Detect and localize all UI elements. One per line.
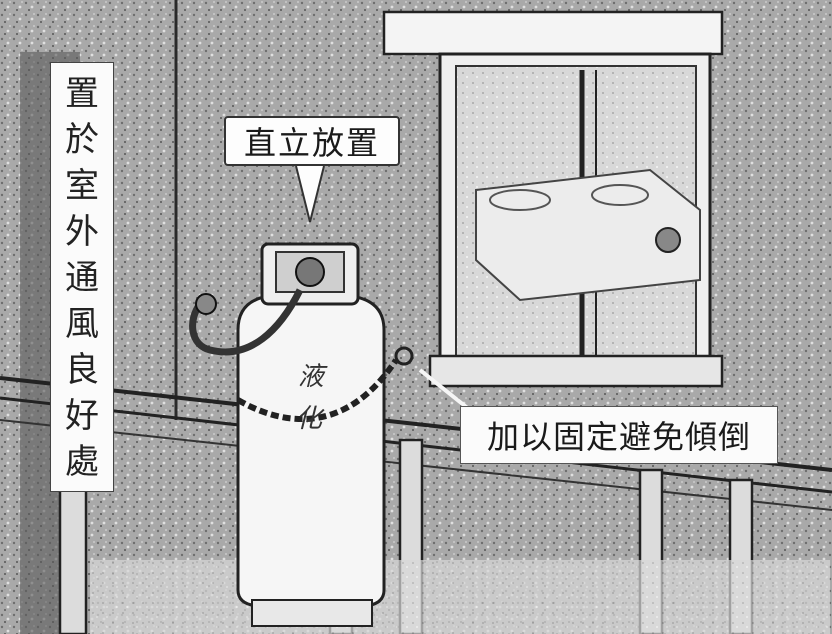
upright-callout-text: 直立放置 [243,124,380,162]
tank-marking-2: 化 [296,404,323,434]
callout-pointer [295,165,325,223]
vertical-note-char: 良 [65,350,99,390]
vertical-note-char: 風 [65,304,99,344]
window [382,10,724,388]
secure-callout-text: 加以固定避免傾倒 [486,418,751,456]
gas-cylinder [189,242,414,627]
vertical-note-char: 好 [65,396,99,436]
vertical-note-char: 處 [65,442,99,482]
vertical-note-char: 於 [65,120,99,160]
vertical-note-char: 室 [65,166,99,206]
vertical-note-char: 外 [65,212,99,252]
vertical-note-char: 置 [65,74,99,114]
vertical-note-char: 通 [65,258,99,298]
secure-callout: 加以固定避免傾倒 [460,406,778,464]
upright-callout: 直立放置 [224,116,400,166]
vertical-note-box: 置 於 室 外 通 風 良 好 處 [50,62,114,492]
tank-marking-1: 液 [298,362,325,392]
stove [475,168,701,302]
